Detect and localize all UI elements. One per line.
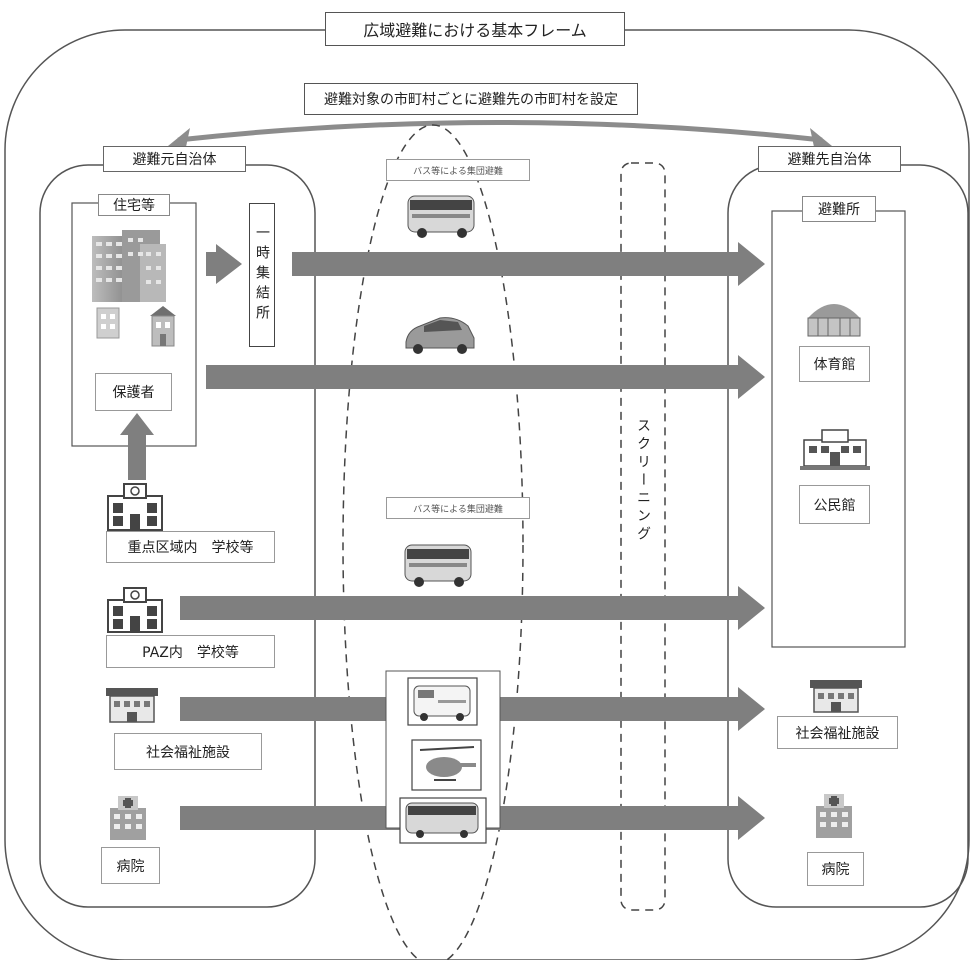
region-link-arrowhead-left	[168, 128, 190, 147]
school-icon-2	[108, 588, 162, 632]
bus-icon	[408, 196, 474, 238]
assembly-point-label: 一時集結所	[249, 225, 275, 325]
arrow-guardian-to-shelter	[206, 355, 765, 399]
house-icon	[97, 308, 119, 338]
shelter-label: 避難所	[802, 196, 876, 222]
hospital-icon	[110, 796, 146, 840]
diagram-subtitle: 避難対象の市町村ごとに避難先の市町村を設定	[304, 83, 638, 115]
hospital-icon-2	[816, 794, 852, 838]
bus-transport-label-2: バス等による集団避難	[386, 497, 530, 519]
apartment-buildings-icon	[92, 230, 166, 302]
hospital-box: 病院	[101, 847, 160, 884]
shelter-frame	[772, 211, 905, 647]
priority-school-box: 重点区域内 学校等	[106, 531, 275, 563]
arrow-paz-school-to-shelter	[180, 586, 765, 630]
guardian-box: 保護者	[95, 373, 172, 411]
dest-welfare-facility-box: 社会福祉施設	[777, 716, 898, 749]
region-link-arrow	[178, 123, 822, 141]
community-center-box: 公民館	[799, 485, 870, 524]
welfare-facility-icon	[106, 688, 158, 722]
bus-transport-label: バス等による集団避難	[386, 159, 530, 181]
gym-box: 体育館	[799, 346, 870, 382]
dest-hospital-box: 病院	[807, 852, 864, 886]
dest-region-label: 避難先自治体	[758, 146, 901, 172]
assembly-point-box: 一時集結所	[249, 203, 275, 347]
diagram-title: 広域避難における基本フレーム	[325, 12, 625, 46]
paz-school-box: PAZ内 学校等	[106, 635, 275, 668]
source-region-label: 避難元自治体	[103, 146, 246, 172]
screening-label: スクリーニング	[633, 418, 653, 544]
region-link-arrowhead-right	[810, 128, 832, 147]
welfare-facility-box: 社会福祉施設	[114, 733, 262, 770]
ambulance-icon	[414, 686, 470, 721]
car-icon	[406, 318, 474, 354]
welfare-facility-icon-2	[810, 680, 862, 712]
bus-icon-3	[406, 803, 478, 838]
arrow-housing-to-assembly	[206, 244, 242, 284]
school-icon	[108, 484, 162, 530]
housing-label: 住宅等	[98, 194, 170, 216]
bus-icon-2	[405, 545, 471, 587]
